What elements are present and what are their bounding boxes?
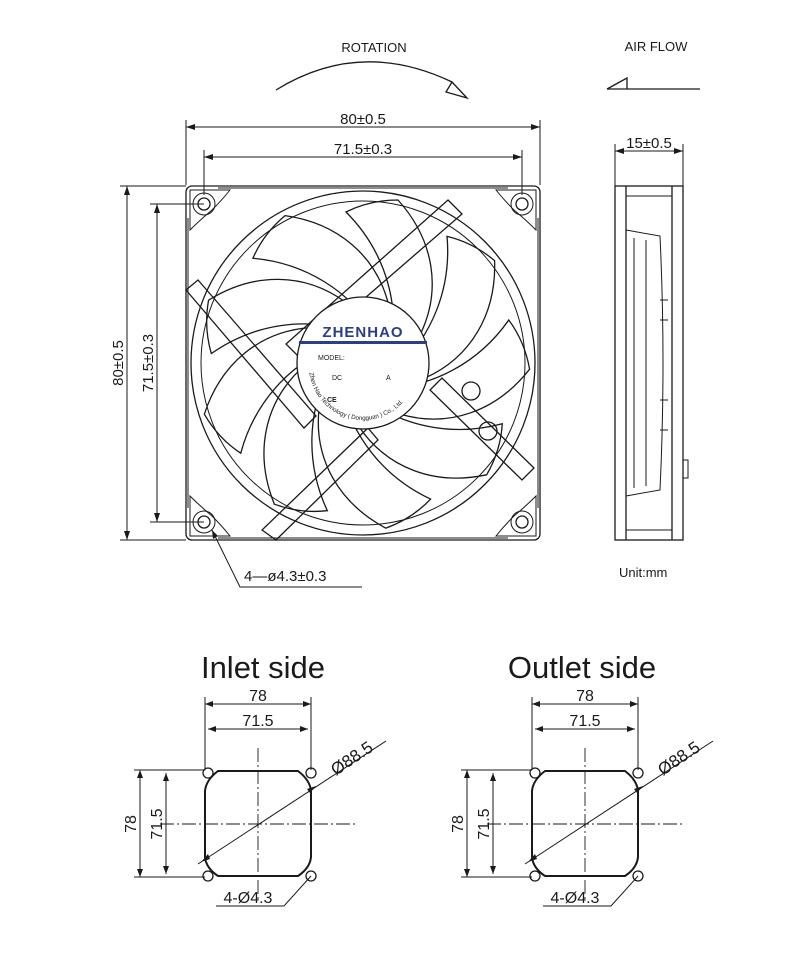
inlet-title: Inlet side: [201, 650, 325, 685]
mount-hole-inner: [515, 515, 529, 529]
fan-struts: [185, 199, 535, 541]
hub-label: ZHENHAO MODEL: DC A CE Zhen Hao Technolo…: [296, 296, 430, 430]
wire-clip: [461, 381, 481, 401]
venturi-outer-ring: [190, 190, 536, 536]
inlet-width-label: 78: [249, 688, 267, 705]
unit-label: Unit:mm: [619, 565, 667, 580]
outlet-pitch-width-label: 71.5: [569, 713, 600, 730]
hub-dc: DC: [332, 375, 342, 382]
mount-hole-inner: [197, 515, 211, 529]
inlet-diameter-label: Ø88.5: [327, 738, 376, 780]
holes-leader: [543, 875, 639, 907]
airflow-indicator: AIR FLOW: [606, 39, 700, 90]
inlet-hole: [305, 870, 317, 882]
rotation-indicator: ROTATION: [275, 40, 470, 100]
fan-blades: [186, 193, 537, 541]
outlet-cutout: [531, 770, 639, 877]
holes-leader: [216, 875, 312, 907]
inlet-pitch-width-label: 71.5: [242, 713, 273, 730]
side-flange-edge: [626, 195, 672, 531]
airflow-label: AIR FLOW: [625, 39, 689, 54]
mount-holes-label: 4—ø4.3±0.3: [244, 568, 326, 585]
hub-stripe: [299, 341, 427, 344]
inlet-hole: [202, 767, 214, 779]
outlet-title: Outlet side: [508, 650, 656, 685]
inlet-height-label: 78: [123, 815, 140, 833]
diameter-leader: [524, 740, 714, 865]
fan-frame: [185, 185, 541, 541]
inlet-hole: [305, 767, 317, 779]
outlet-side-drawing: Outlet side 78 71.5 78 71.5 Ø88.5 4-Ø4.3: [450, 650, 714, 907]
outlet-pitch-height-label: 71.5: [476, 808, 493, 839]
hub-ce-mark: CE: [327, 397, 337, 404]
corner-pad: [494, 494, 537, 537]
outlet-width-label: 78: [576, 688, 594, 705]
mount-holes: [192, 192, 534, 534]
side-outline: [614, 185, 684, 541]
mount-hole: [192, 192, 216, 216]
corner-pad: [189, 494, 232, 537]
rotation-arrow-head-icon: [445, 80, 470, 100]
mount-hole: [192, 510, 216, 534]
rotation-label: ROTATION: [341, 40, 406, 55]
hub: [296, 296, 430, 430]
corner-pad: [494, 189, 537, 232]
outlet-hole: [529, 767, 541, 779]
corner-pad: [189, 189, 232, 232]
inlet-cutout: [204, 770, 312, 877]
hole-leader-line: [211, 529, 362, 588]
side-hub-lines: [633, 238, 647, 488]
airflow-arrow-head-icon: [606, 76, 628, 90]
inlet-hole: [202, 870, 214, 882]
frame-inner-edge: [187, 187, 539, 539]
inlet-holes-label: 4-Ø4.3: [224, 890, 273, 907]
inlet-side-drawing: Inlet side 78 71.5 78 71.5 Ø88.5 4-Ø4.3: [123, 650, 387, 907]
outlet-diameter-label: Ø88.5: [654, 738, 703, 780]
hub-model: MODEL:: [318, 355, 345, 362]
thickness-label: 15±0.5: [626, 135, 672, 152]
rotation-arc: [275, 61, 453, 91]
overall-width-label: 80±0.5: [340, 111, 386, 128]
outlet-hole: [632, 767, 644, 779]
hub-amps: A: [386, 375, 391, 382]
side-blade-profile: [625, 229, 664, 497]
overall-height-label: 80±0.5: [110, 340, 127, 386]
venturi-inner-ring: [200, 200, 526, 526]
mount-hole: [510, 192, 534, 216]
mount-hole-inner: [515, 197, 529, 211]
diameter-leader: [197, 740, 387, 865]
hub-brand: ZHENHAO: [322, 324, 403, 341]
wire-clip: [478, 421, 498, 441]
front-view: 80±0.5 71.5±0.3 80±0.5 71.5±0.3: [110, 111, 541, 588]
pitch-width-label: 71.5±0.3: [334, 141, 392, 158]
mount-hole-inner: [197, 197, 211, 211]
side-wire-exit: [682, 459, 689, 479]
mount-hole: [510, 510, 534, 534]
outlet-hole: [632, 870, 644, 882]
pitch-height-label: 71.5±0.3: [140, 334, 157, 392]
hole-leader-arrow: [212, 530, 218, 539]
inlet-pitch-height-label: 71.5: [149, 808, 166, 839]
outlet-hole: [529, 870, 541, 882]
outlet-height-label: 78: [450, 815, 467, 833]
outlet-holes-label: 4-Ø4.3: [551, 890, 600, 907]
side-view: 15±0.5 Unit:mm: [614, 135, 689, 580]
side-details: [660, 299, 668, 431]
